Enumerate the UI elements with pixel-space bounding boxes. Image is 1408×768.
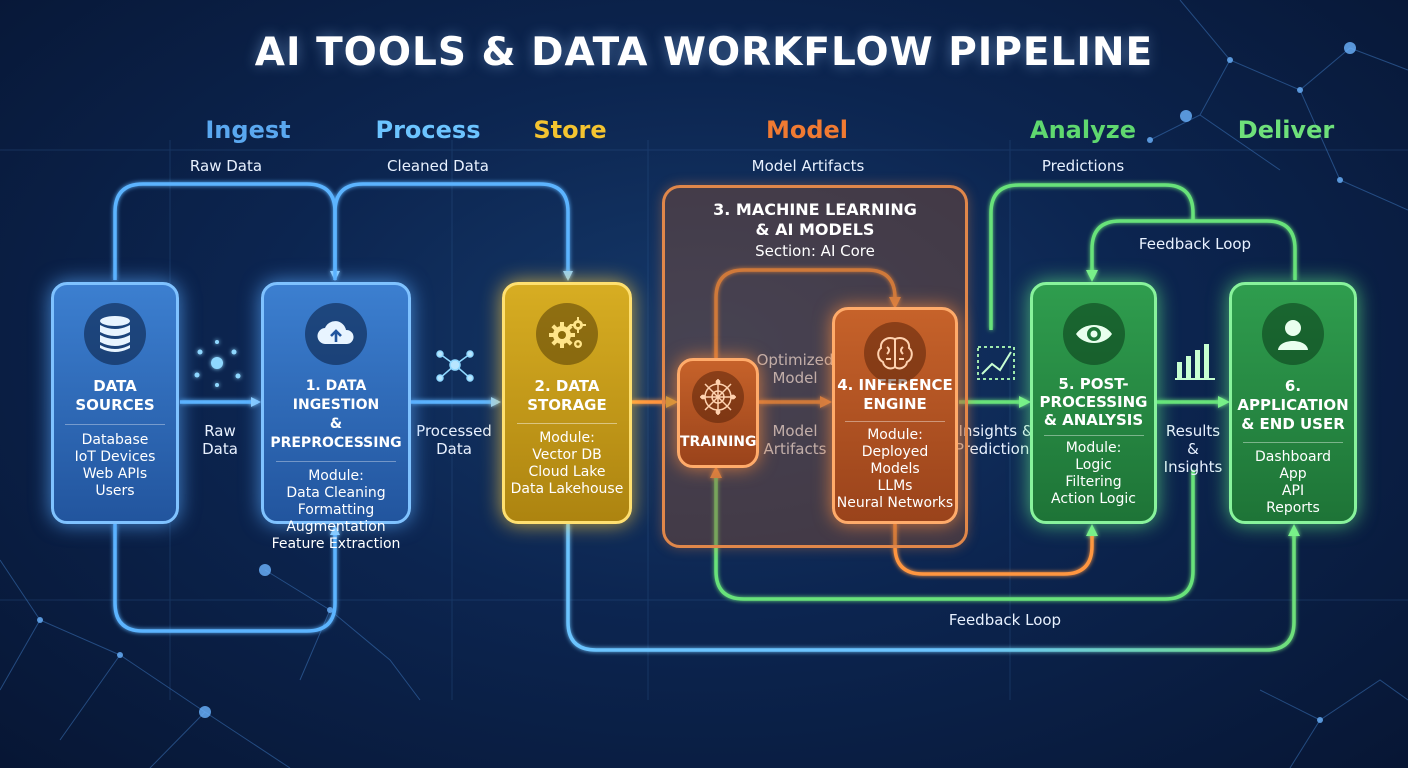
card-inference-title: 4. INFERENCE ENGINE (837, 376, 953, 413)
card-data-storage-body: Module: Vector DB Cloud Lake Data Lakeho… (510, 430, 624, 497)
card-data-ingestion-title: 1. DATA INGESTION & PREPROCESSING (270, 378, 402, 451)
card-data-ingestion-body: Module: Data Cleaning Formatting Augment… (271, 468, 401, 552)
database-icon (84, 303, 146, 365)
page-title: AI TOOLS & DATA WORKFLOW PIPELINE (254, 30, 1154, 75)
card-data-sources-body: Database IoT Devices Web APIs Users (74, 432, 156, 499)
node-network-icon (436, 350, 474, 382)
card-post-processing-title: 5. POST- PROCESSING & ANALYSIS (1039, 375, 1148, 429)
ai-core-subtitle: Section: AI Core (755, 242, 875, 260)
card-data-sources-title: DATA SOURCES (75, 377, 155, 414)
divider (1243, 442, 1343, 443)
background-nodes (37, 42, 1356, 723)
stage-ingest: Ingest (205, 116, 291, 144)
divider (1043, 435, 1144, 436)
label-cleaned-data: Cleaned Data (387, 157, 489, 175)
divider (845, 421, 945, 422)
node-cluster-icon (194, 340, 241, 387)
gears-icon (536, 303, 598, 365)
bar-chart-icon (1175, 344, 1215, 380)
user-icon (1262, 303, 1324, 365)
brain-icon (864, 322, 926, 384)
stage-analyze: Analyze (1030, 116, 1136, 144)
card-training-title: TRAINING (680, 434, 757, 450)
card-data-storage[interactable]: 2. DATA STORAGE Module: Vector DB Cloud … (502, 282, 632, 524)
neural-network-icon (692, 371, 744, 423)
label-predictions: Predictions (1041, 157, 1125, 175)
stage-model: Model (765, 116, 849, 144)
stage-process: Process (375, 116, 481, 144)
card-data-storage-title: 2. DATA STORAGE (527, 377, 607, 414)
card-post-processing-body: Module: Logic Filtering Action Logic (1051, 440, 1136, 507)
divider (65, 424, 165, 425)
eye-icon (1062, 303, 1125, 365)
card-training[interactable]: TRAINING (677, 358, 759, 468)
card-data-ingestion[interactable]: 1. DATA INGESTION & PREPROCESSING Module… (261, 282, 411, 552)
stage-store: Store (533, 116, 607, 144)
label-processed-data: Processed Data (416, 422, 492, 458)
flow-feedback-loop (710, 466, 1195, 601)
divider (517, 423, 617, 424)
label-results-insights: Results & Insights (1163, 422, 1223, 476)
flow-feedback-top (1086, 219, 1297, 282)
divider (276, 461, 396, 462)
label-model-artifacts-top: Model Artifacts (751, 157, 865, 175)
label-optimized-model: Optimized Model (756, 351, 834, 387)
flow-predictions (989, 183, 1195, 330)
card-application-body: Dashboard App API Reports (1255, 449, 1331, 516)
label-raw-data-top: Raw Data (189, 157, 263, 175)
label-raw-data: Raw Data (202, 422, 238, 458)
card-inference-body: Module: Deployed Models LLMs Neural Netw… (836, 427, 954, 511)
ai-core-title: 3. MACHINE LEARNING & AI MODELS (713, 200, 917, 239)
stage-deliver: Deliver (1237, 116, 1335, 144)
label-insights-predictions: Insights & Predictions (954, 422, 1038, 458)
flow-feedback-bottom (566, 524, 1300, 652)
card-post-processing[interactable]: 5. POST- PROCESSING & ANALYSIS Module: L… (1030, 282, 1157, 524)
label-model-artifacts: Model Artifacts (763, 422, 827, 458)
trend-chart-icon (977, 346, 1015, 380)
card-application[interactable]: 6. APPLICATION & END USER Dashboard App … (1229, 282, 1357, 524)
flow-optimized-model (714, 268, 901, 358)
label-feedback-loop-bottom: Feedback Loop (948, 611, 1062, 629)
card-inference-engine[interactable]: 4. INFERENCE ENGINE Module: Deployed Mod… (832, 307, 958, 524)
flow-raw-data-top (113, 182, 340, 281)
label-feedback-loop-top: Feedback Loop (1138, 235, 1252, 253)
flow-sources-bottom (113, 524, 340, 633)
card-data-sources[interactable]: DATA SOURCES Database IoT Devices Web AP… (51, 282, 179, 524)
card-application-title: 6. APPLICATION & END USER (1237, 377, 1349, 433)
flow-inference-bottom (893, 524, 1098, 576)
cloud-upload-icon (305, 303, 367, 365)
flow-cleaned-data (333, 182, 573, 281)
